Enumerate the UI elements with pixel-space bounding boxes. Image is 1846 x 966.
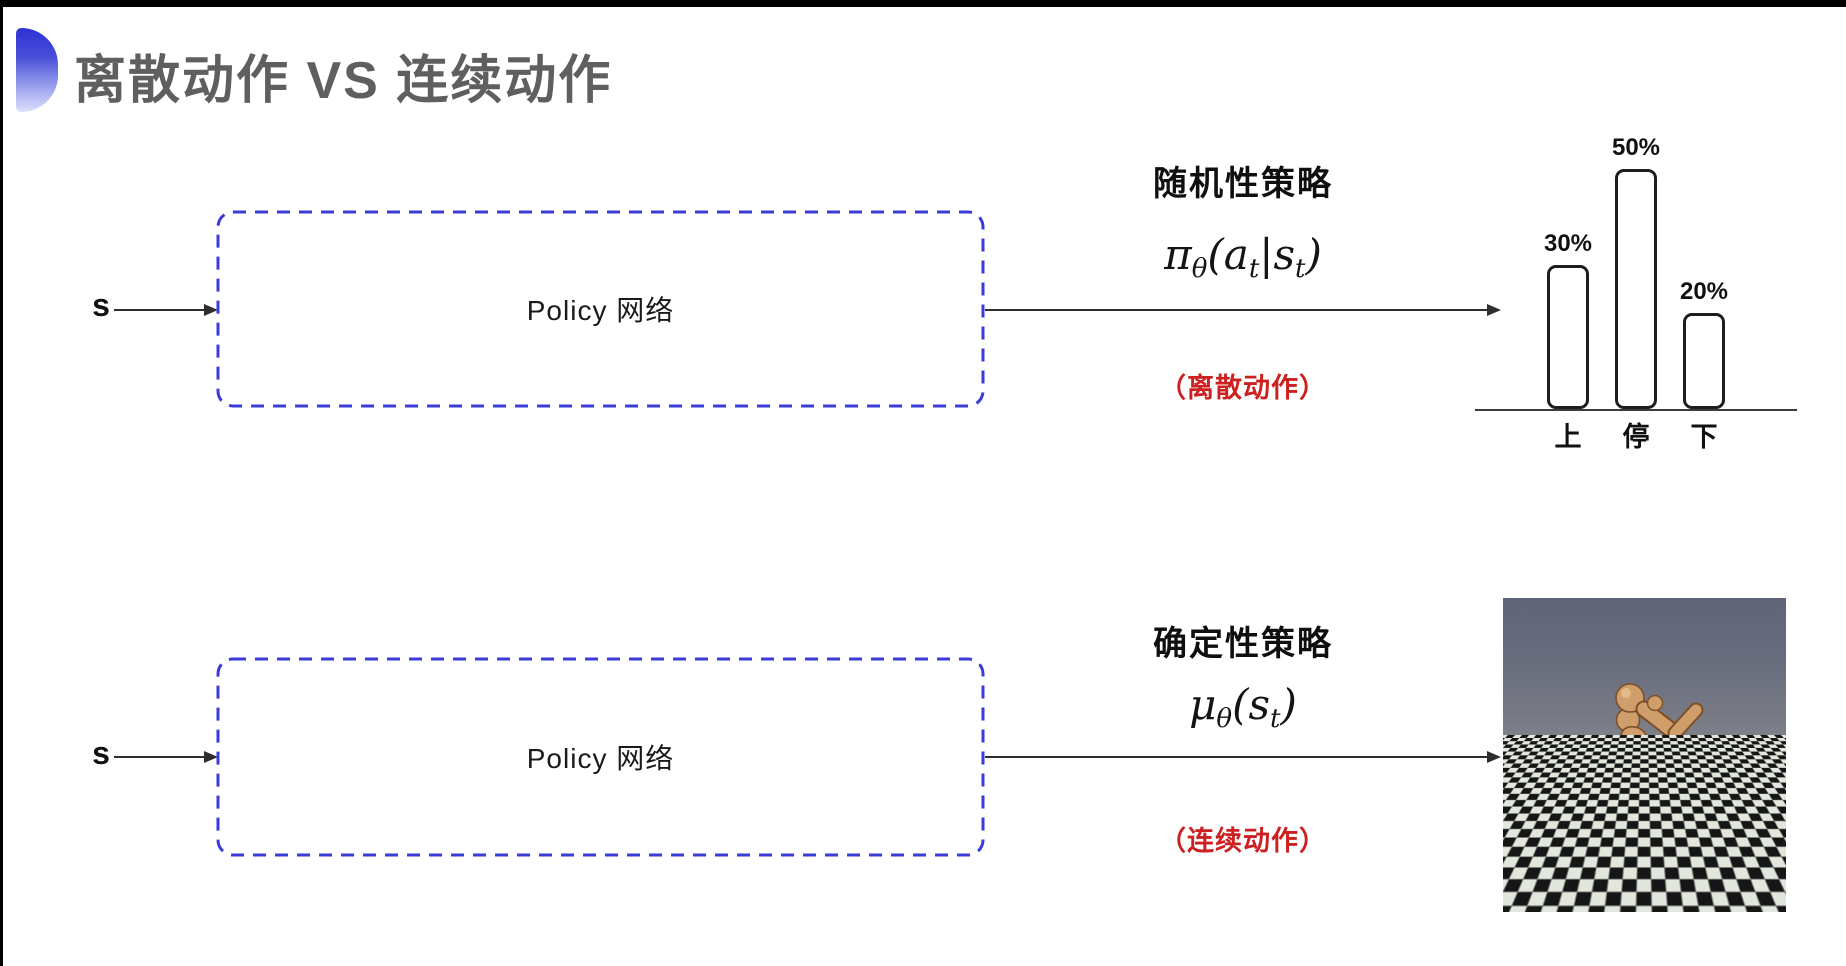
state-input-label-bottom: s: [92, 735, 110, 771]
action-prob-chart-categories: 上停下: [1475, 415, 1797, 454]
arrow-output-bottom: [985, 751, 1501, 763]
top-border: [0, 0, 1846, 7]
humanoid-robot-figure: [1567, 683, 1704, 907]
formula-t-sub2: t: [1295, 254, 1306, 284]
mujoco-sim-image: [1503, 598, 1786, 912]
bar-value-label: 30%: [1543, 230, 1593, 257]
formula-open-paren: (: [1232, 680, 1249, 729]
policy-network-box-top: Policy 网络: [216, 210, 985, 408]
formula-close-paren: ): [1280, 680, 1297, 729]
bar-category-label: 上: [1554, 422, 1582, 452]
discrete-action-note: （离散动作）: [1159, 373, 1327, 403]
stochastic-policy-title: 随机性策略: [1153, 165, 1333, 203]
continuous-action-note: （连续动作）: [1159, 826, 1327, 856]
chart-bar-column: 30%: [1543, 230, 1593, 409]
bar: [1683, 313, 1725, 409]
action-prob-chart: 30% 50% 20% 上 停 下: [1475, 100, 1797, 452]
bar-value-label: 50%: [1611, 134, 1661, 161]
dashed-border: [216, 210, 985, 408]
formula-a: a: [1223, 230, 1249, 279]
slide-title: 离散动作 VS 连续动作: [74, 52, 613, 110]
chart-bar-column: 20%: [1679, 278, 1729, 409]
left-border: [0, 0, 3, 966]
bar-category-label: 停: [1622, 422, 1650, 452]
title-bullet-ornament: [16, 28, 58, 112]
formula-theta-sub: θ: [1216, 704, 1233, 734]
formula-close-paren: ): [1305, 230, 1322, 279]
bar: [1615, 169, 1657, 409]
arrow-output-top: [985, 304, 1501, 316]
policy-network-label-top: Policy 网络: [526, 295, 675, 326]
state-input-label-top: s: [92, 287, 110, 323]
chart-bar-column: 50%: [1611, 134, 1661, 409]
formula-t-sub: t: [1270, 704, 1281, 734]
formula-open-paren: (: [1207, 230, 1224, 279]
chart-baseline: [1475, 409, 1797, 411]
arrow-input-bottom: [114, 751, 218, 763]
policy-network-box-bottom: Policy 网络: [216, 657, 985, 857]
stochastic-policy-formula: πθ(at|st): [1088, 230, 1398, 284]
bar-value-label: 20%: [1679, 278, 1729, 305]
dashed-border: [216, 657, 985, 857]
formula-t-sub: t: [1248, 254, 1260, 284]
formula-theta-sub: θ: [1191, 254, 1208, 284]
formula-bar: |: [1259, 230, 1274, 279]
arrow-input-top: [114, 304, 218, 316]
deterministic-policy-formula: μθ(st): [1088, 680, 1398, 734]
formula-pi: π: [1164, 230, 1192, 279]
bar: [1547, 265, 1589, 409]
formula-s: s: [1273, 230, 1296, 279]
bar-category-label: 下: [1690, 422, 1718, 452]
formula-s: s: [1248, 680, 1271, 729]
formula-mu: μ: [1189, 680, 1217, 729]
policy-network-label-bottom: Policy 网络: [526, 743, 675, 774]
action-prob-chart-bars: 30% 50% 20%: [1475, 134, 1797, 409]
deterministic-policy-title: 确定性策略: [1153, 625, 1333, 663]
